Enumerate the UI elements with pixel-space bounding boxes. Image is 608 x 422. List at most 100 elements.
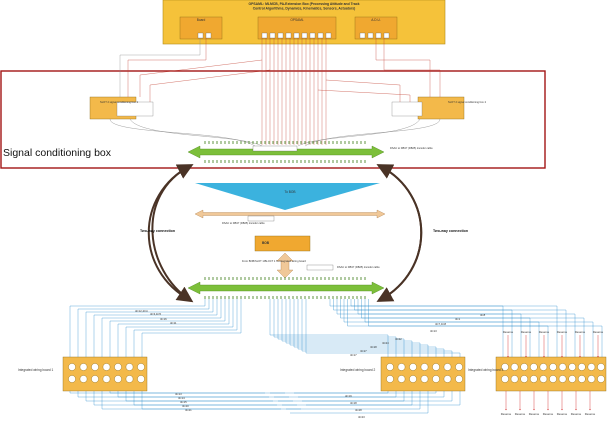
board-terminal <box>520 375 529 383</box>
distribution-wire <box>93 299 218 357</box>
distribution-wire <box>306 391 461 406</box>
distribution-wire <box>294 391 437 394</box>
distribution-wire <box>85 299 214 357</box>
bob-box <box>254 235 311 252</box>
reserve-label: Reserve <box>543 412 554 416</box>
distribution-wire <box>125 299 234 357</box>
board-terminal <box>79 363 88 371</box>
board-terminal <box>578 375 586 383</box>
left-inner-box <box>179 16 223 40</box>
mid-cable-label: DSAC to DB37 (DB25) transfer cable <box>222 221 265 225</box>
reserve-label: Reserve <box>503 330 514 334</box>
distribution-wire <box>109 391 285 394</box>
board-terminal <box>409 363 417 371</box>
distribution-wires <box>69 299 603 414</box>
bob-label: BOB <box>262 241 270 245</box>
channel-label: 4C28 <box>355 408 362 412</box>
distribution-wire <box>298 391 445 398</box>
board-terminal <box>568 363 577 371</box>
board-terminal <box>539 363 548 371</box>
connector-pin <box>197 32 204 39</box>
channel-label: 4C23 <box>358 415 365 419</box>
unit-to-bus-wire <box>297 118 421 147</box>
board-terminal <box>568 375 577 383</box>
left-connection-label: Two-way connection <box>140 229 175 233</box>
signal-unit-right-terminal <box>391 101 423 117</box>
distribution-wire <box>278 391 405 402</box>
reserve-label: Reserve <box>501 412 512 416</box>
board-terminal <box>137 363 145 371</box>
connector-pin <box>285 32 292 39</box>
channel-labels: 4C12,4C44C3,4C54C164C114C134C144C154C204… <box>135 309 486 419</box>
reserve-label: Reserve <box>585 412 596 416</box>
board-terminal <box>501 363 509 371</box>
signal-conditioning-frame <box>0 70 546 169</box>
distribution-wire <box>270 391 389 394</box>
reserve-label: Reserve <box>575 330 586 334</box>
connector-pin <box>293 32 300 39</box>
wiring-board-3 <box>495 356 607 392</box>
signal-wire <box>325 79 401 102</box>
upper-cable-label: DSAC to DB37 (DB25) transfer cable <box>390 146 433 150</box>
distribution-wire <box>285 299 421 357</box>
wiring-board-2-label: Integrated wiring board 2 <box>340 368 375 372</box>
right-two-way-arc-up <box>376 164 423 301</box>
board-terminal <box>578 363 586 371</box>
board-terminal <box>397 375 406 383</box>
connector-pin <box>383 32 390 39</box>
board-terminal <box>91 375 99 383</box>
channel-label: 4C11 <box>170 321 177 325</box>
unit-to-bus-wire <box>129 118 263 147</box>
distribution-wire <box>301 299 453 357</box>
top-bus-title-1: OPSAML: MLMCB, PA-Extension Box (Process… <box>249 2 360 6</box>
mid-inner-box <box>257 16 337 40</box>
right-inner-label: A.D.U. <box>371 18 381 22</box>
board-terminal <box>386 375 394 383</box>
distribution-wire <box>357 299 576 357</box>
channel-label: 4C21 <box>185 408 192 412</box>
distribution-wire <box>340 299 531 357</box>
board-terminal <box>397 363 406 371</box>
channel-label: 4C3,4C5 <box>150 312 161 316</box>
to-bob-fan <box>195 183 380 210</box>
channel-label: 4C19 <box>345 394 352 398</box>
channel-label: 4C24 <box>382 341 389 345</box>
board-terminal <box>432 363 440 371</box>
connector-pin <box>325 32 332 39</box>
board-terminal <box>510 363 519 371</box>
connector-pin <box>317 32 324 39</box>
distribution-wire <box>305 299 461 357</box>
reserve-label: Reserve <box>593 330 604 334</box>
distribution-wire <box>347 299 549 357</box>
top-connector-pins <box>197 32 390 39</box>
reserve-label: Reserve <box>571 412 582 416</box>
distribution-wire <box>125 391 293 402</box>
connector-pin <box>367 32 374 39</box>
signal-wire <box>139 59 263 97</box>
mid-cable-arrow <box>194 209 386 222</box>
distribution-wire <box>141 299 242 357</box>
board-terminal <box>597 363 605 371</box>
connector-pin <box>375 32 382 39</box>
distribution-wire <box>133 391 297 406</box>
signal-unit-right-label: SLOT 2 signal conditioning box 2 <box>448 100 487 104</box>
distribution-wire <box>69 299 206 357</box>
reserve-label: Reserve <box>521 330 532 334</box>
right-two-way-arc-down <box>376 165 423 302</box>
channel-label: 4C13 <box>430 329 437 333</box>
distribution-wire <box>361 299 585 357</box>
reserve-label: Reserve <box>515 412 526 416</box>
bob-vertical-arrow <box>276 252 294 279</box>
distribution-wire <box>277 299 405 357</box>
channel-label: 4C20 <box>182 404 189 408</box>
wiring-board-1 <box>62 356 148 392</box>
distribution-wire <box>281 299 413 357</box>
top-signal-wires <box>109 38 441 147</box>
distribution-wire <box>364 299 594 357</box>
board-terminal <box>510 375 519 383</box>
board-terminal <box>68 375 76 383</box>
board-terminal <box>125 363 134 371</box>
signal-unit-left-terminal <box>116 101 154 117</box>
board-terminal <box>102 375 111 383</box>
